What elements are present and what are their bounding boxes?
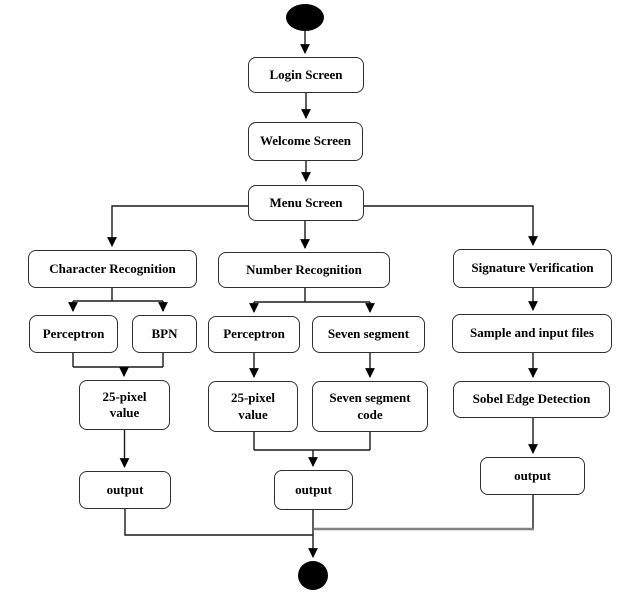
node-label: Perceptron [42,325,105,341]
node-label: BPN [151,325,178,341]
node-label: 25-pixel value [102,388,147,420]
node-label: 25-pixel value [230,390,276,422]
node-signature-verification: Signature Verification [453,249,612,288]
node-character-recognition: Character Recognition [28,250,197,288]
node-sobel-edge-detection: Sobel Edge Detection [453,381,610,418]
node-label: output [514,467,551,483]
node-login-screen: Login Screen [248,57,364,93]
node-number-recognition: Number Recognition [218,252,390,288]
node-25-pixel-value-character: 25-pixel value [79,380,170,430]
node-menu-screen: Menu Screen [248,185,364,221]
node-label: Sobel Edge Detection [472,391,591,407]
node-label: Seven segment [327,326,410,342]
node-label: Menu Screen [269,194,343,210]
node-label: Perceptron [223,326,285,342]
node-25-pixel-value-number: 25-pixel value [208,381,298,432]
node-seven-segment-code: Seven segment code [312,381,428,432]
node-perceptron-number: Perceptron [208,316,300,353]
node-label: Character Recognition [49,260,176,276]
node-label: output [106,481,144,497]
node-output-signature: output [480,457,585,495]
node-bpn: BPN [132,315,197,353]
node-label: Signature Verification [471,260,594,276]
node-label: output [295,481,332,497]
node-label: Login Screen [269,66,343,82]
node-perceptron-character: Perceptron [29,315,118,353]
node-seven-segment: Seven segment [312,316,425,353]
node-label: Number Recognition [246,261,362,277]
node-output-character: output [79,471,171,509]
node-output-number: output [274,470,353,510]
start-node [286,4,324,31]
node-welcome-screen: Welcome Screen [248,122,363,161]
node-label: Seven segment code [329,390,411,422]
node-label: Welcome Screen [259,133,352,149]
node-label: Sample and input files [470,325,594,341]
end-node [298,561,328,590]
node-sample-and-input-files: Sample and input files [452,314,612,353]
